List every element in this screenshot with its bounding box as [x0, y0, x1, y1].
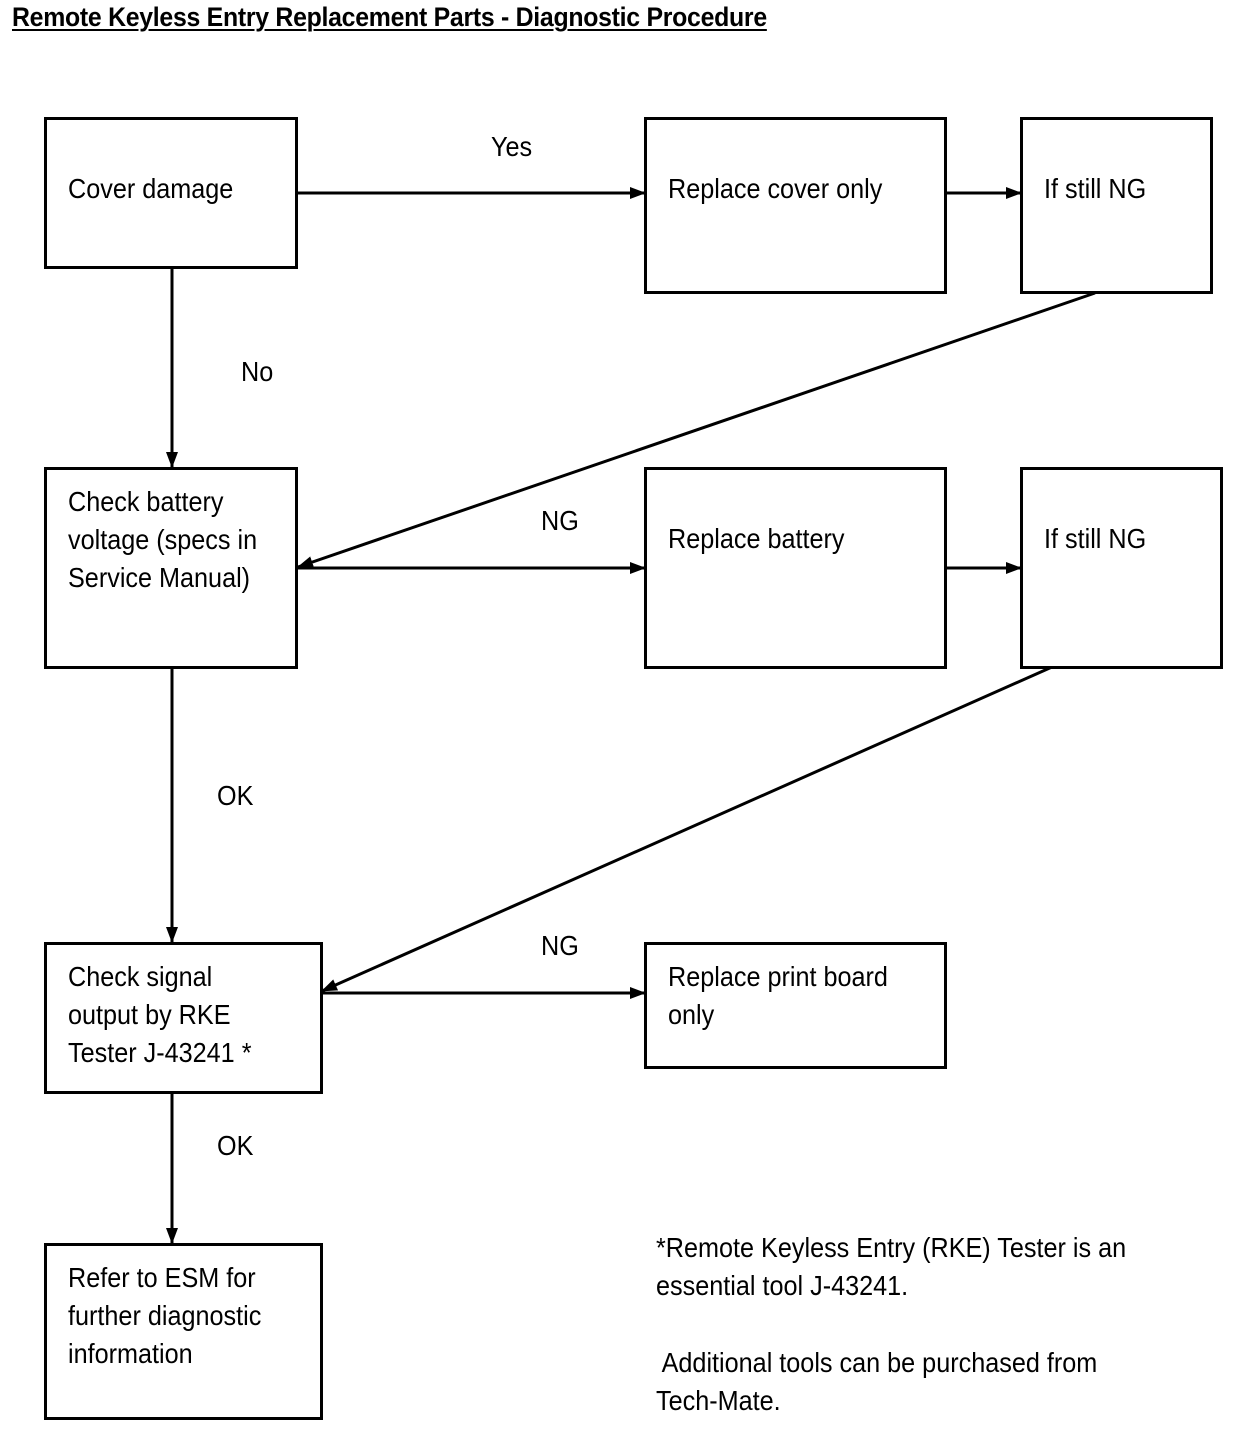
arrow-still-ng-to-check-signal [321, 665, 1053, 993]
node-check-battery: Check battery voltage (specs in Service … [44, 467, 298, 669]
node-replace-board-line-2: only [668, 999, 715, 1030]
footnote-line-2: essential tool J-43241. [656, 1270, 909, 1301]
node-refer-esm-line-1: Refer to ESM for [68, 1262, 256, 1293]
node-cover-damage: Cover damage [44, 117, 298, 269]
arrow-still-ng-to-check-battery [297, 291, 1096, 569]
node-replace-board: Replace print board only [644, 942, 947, 1069]
node-replace-cover: Replace cover only [644, 117, 947, 294]
node-still-ng-2-text: If still NG [1044, 523, 1147, 554]
footnote-line-3: Additional tools can be purchased from [656, 1347, 1098, 1378]
node-check-battery-line-1: Check battery [68, 486, 224, 517]
node-check-signal-line-2: output by RKE [68, 999, 231, 1030]
edge-label-no: No [241, 356, 274, 387]
edge-label-ng-1: NG [541, 505, 579, 536]
edge-label-ok-2: OK [217, 1130, 254, 1161]
edge-label-ng-2: NG [541, 930, 579, 961]
node-refer-esm-line-3: information [68, 1338, 193, 1369]
node-still-ng-1: If still NG [1020, 117, 1213, 294]
node-replace-battery: Replace battery [644, 467, 947, 669]
node-check-signal: Check signal output by RKE Tester J-4324… [44, 942, 323, 1094]
node-check-signal-text: Check signal output by RKE Tester J-4324… [68, 958, 252, 1072]
node-still-ng-2: If still NG [1020, 467, 1223, 669]
node-refer-esm: Refer to ESM for further diagnostic info… [44, 1243, 323, 1420]
node-replace-board-text: Replace print board only [668, 958, 888, 1034]
node-replace-battery-text: Replace battery [668, 523, 845, 554]
node-check-battery-line-2: voltage (specs in [68, 524, 258, 555]
node-still-ng-1-text: If still NG [1044, 173, 1147, 204]
page-title: Remote Keyless Entry Replacement Parts -… [12, 2, 767, 32]
node-check-battery-line-3: Service Manual) [68, 562, 251, 593]
node-cover-damage-text: Cover damage [68, 173, 234, 204]
edge-label-ok-1: OK [217, 780, 254, 811]
footnote-line-4: Tech-Mate. [656, 1385, 781, 1416]
edge-label-yes: Yes [491, 131, 533, 162]
footnote-line-1: *Remote Keyless Entry (RKE) Tester is an [656, 1232, 1127, 1263]
node-check-battery-text: Check battery voltage (specs in Service … [68, 483, 257, 597]
node-replace-cover-text: Replace cover only [668, 173, 883, 204]
node-replace-board-line-1: Replace print board [668, 961, 888, 992]
node-refer-esm-line-2: further diagnostic [68, 1300, 262, 1331]
node-check-signal-line-3: Tester J-43241 * [68, 1037, 252, 1068]
node-refer-esm-text: Refer to ESM for further diagnostic info… [68, 1259, 261, 1373]
node-check-signal-line-1: Check signal [68, 961, 213, 992]
